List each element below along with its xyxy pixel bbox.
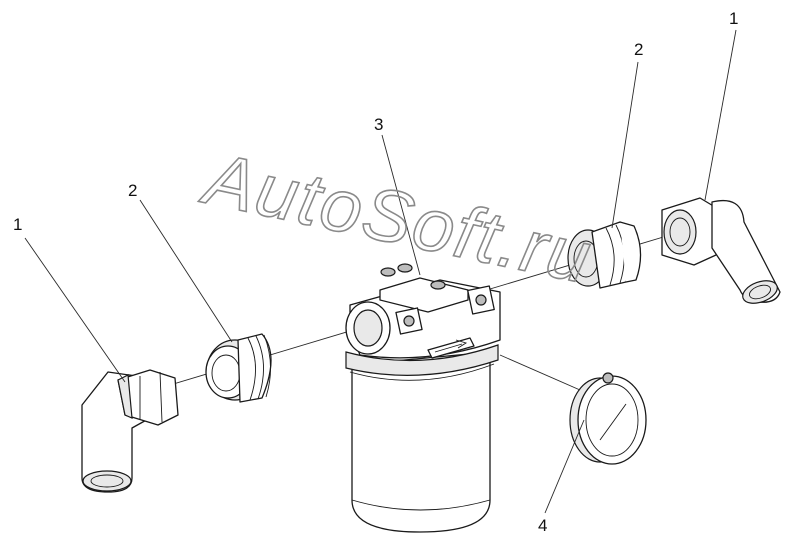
gauge-axis-line — [499, 354, 581, 391]
filter-housing — [345, 263, 501, 533]
left-elbow-fitting — [81, 369, 179, 493]
callout-right-2: 2 — [634, 40, 643, 59]
leader-right-1 — [704, 29, 737, 201]
leader-center-3 — [381, 134, 421, 276]
leader-right-2 — [611, 61, 639, 229]
leader-left-2 — [139, 199, 233, 343]
callout-right-1: 1 — [729, 9, 738, 28]
right-union-nut — [567, 221, 642, 289]
callout-center-3: 3 — [374, 115, 383, 134]
leader-bottom-4 — [544, 419, 585, 514]
right-elbow-fitting — [661, 197, 781, 304]
watermark-text: AutoSoft.ru — [195, 136, 600, 300]
left-union-nut — [205, 333, 272, 403]
pressure-gauge — [569, 372, 647, 465]
callout-left-2: 2 — [128, 181, 137, 200]
callout-left-1: 1 — [13, 215, 22, 234]
leader-left-1 — [24, 237, 126, 383]
callout-bottom-4: 4 — [538, 516, 547, 535]
